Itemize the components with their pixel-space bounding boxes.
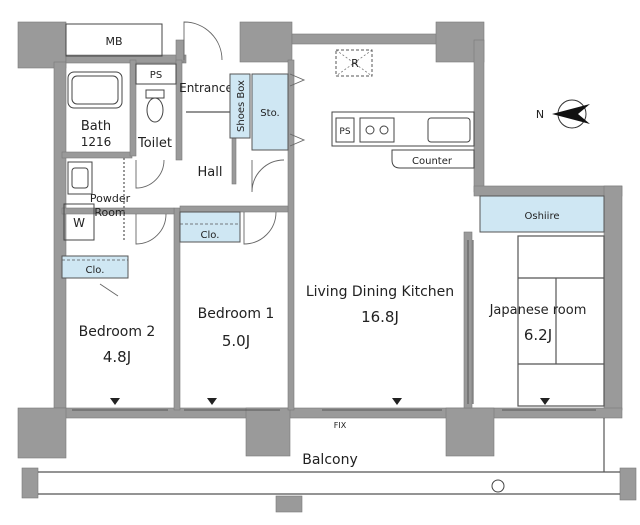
windows: FIX <box>72 398 596 430</box>
compass-label: N <box>536 108 544 121</box>
balcony-label: Balcony <box>302 452 358 468</box>
sto-box <box>251 73 289 151</box>
balcony-post-right <box>619 467 637 501</box>
wall-bedroom-divider <box>173 207 181 411</box>
walls <box>17 21 637 513</box>
compass-arrow-icon <box>552 104 590 124</box>
kitchen-sink <box>427 117 471 143</box>
wall-bath-bottom <box>61 151 133 159</box>
shoes-box-label: Shoes Box <box>236 80 247 132</box>
clo-bedroom2-label: Clo. <box>86 265 105 276</box>
sto-label: Sto. <box>260 108 279 119</box>
toilet-tank <box>145 89 165 99</box>
clo-bedroom1 <box>179 211 241 243</box>
wall-bedroom1-top <box>179 205 289 213</box>
bedroom2-door-swing <box>135 213 167 245</box>
toilet-bowl <box>146 97 164 123</box>
ldk-size: 16.8J <box>361 308 399 326</box>
burner-1 <box>365 125 375 135</box>
window-marker-bedroom1 <box>207 398 217 405</box>
oshiire-label: Oshiire <box>524 211 559 222</box>
pillar-bottom-mid <box>245 407 291 457</box>
toilet-door-swing <box>135 159 165 189</box>
compass: N <box>536 99 590 129</box>
clo-bedroom2-door <box>99 283 119 297</box>
wall-top-mid-block <box>239 21 293 63</box>
hall-door-swing <box>251 159 285 193</box>
wall-top-japanese <box>473 185 623 197</box>
tatami <box>517 235 605 407</box>
kitchen-counter <box>331 111 475 147</box>
fridge-cross-1 <box>335 49 373 77</box>
japanese-room-label: Japanese room <box>489 303 587 318</box>
bedroom1-label: Bedroom 1 <box>198 306 275 322</box>
bedroom1-door-swing <box>243 211 277 245</box>
sto-door-1 <box>289 73 306 87</box>
bath-label: Bath <box>81 119 111 134</box>
powder-room-label-2: Room <box>94 206 125 219</box>
doors <box>99 21 306 297</box>
balcony: Balcony <box>38 418 620 495</box>
toilet-label: Toilet <box>137 136 172 151</box>
hall-label: Hall <box>198 165 223 180</box>
fixtures: MB PS Bath 1216 Toilet Entrance Shoes Bo… <box>61 23 605 407</box>
bedroom2-size: 4.8J <box>103 348 131 366</box>
front-door-swing <box>183 21 223 61</box>
stove <box>359 117 395 143</box>
tatami-frame <box>517 235 605 407</box>
ps-kitchen-box <box>335 117 355 143</box>
bathtub <box>67 71 123 109</box>
fix-label: FIX <box>334 421 347 430</box>
clo-bedroom2 <box>61 255 129 279</box>
bedroom2-label: Bedroom 2 <box>79 324 156 340</box>
entrance-label: Entrance <box>179 81 233 95</box>
washer-box <box>63 203 95 241</box>
balcony-post-left <box>21 467 39 499</box>
wall-right <box>603 185 623 411</box>
wall-right-ldk <box>473 39 485 193</box>
bathtub-inner <box>71 75 119 105</box>
window-marker-ldk <box>392 398 402 405</box>
balcony-post-mid <box>275 495 303 513</box>
room-labels: Bedroom 2 4.8J Bedroom 1 5.0J Living Din… <box>79 284 587 366</box>
wall-top-left-block <box>17 21 67 69</box>
japanese-room-size: 6.2J <box>524 326 552 344</box>
window-marker-bedroom2 <box>110 398 120 405</box>
wall-toilet-right <box>175 59 183 161</box>
burner-2 <box>379 125 389 135</box>
fridge-cross-2 <box>335 49 373 77</box>
sto-door-2 <box>289 133 306 147</box>
mb-box <box>65 23 163 57</box>
vanity-basin <box>71 167 89 189</box>
balcony-drain <box>491 479 505 493</box>
wall-top-left <box>65 54 187 64</box>
clo-bedroom1-label: Clo. <box>201 230 220 241</box>
wall-bath-toilet <box>129 59 137 157</box>
mb-label: MB <box>105 35 122 48</box>
ldk-label: Living Dining Kitchen <box>306 284 454 300</box>
fridge-space <box>335 49 373 77</box>
powder-room-label-1: Powder <box>90 192 131 205</box>
wall-top-ldk <box>291 33 441 45</box>
counter-label: Counter <box>412 156 453 167</box>
wall-ldk-left <box>287 59 295 411</box>
pillar-bottom-right <box>445 407 495 457</box>
ps-top-box <box>135 63 177 85</box>
wall-mb-side <box>175 39 185 63</box>
window-marker-japanese <box>540 398 550 405</box>
ps-kitchen-label: PS <box>339 127 350 137</box>
wall-bedroom2-top <box>61 207 175 215</box>
bath-size-label: 1216 <box>81 135 112 149</box>
fridge-label: R <box>351 57 359 70</box>
shoes-box <box>229 73 251 139</box>
vanity <box>67 161 93 195</box>
oshiire-box <box>479 195 605 233</box>
pillar-bottom-left <box>17 407 67 459</box>
counter-bar <box>391 149 475 169</box>
washer-label: W <box>73 216 85 230</box>
bedroom1-size: 5.0J <box>222 332 250 350</box>
ps-top-label: PS <box>150 70 162 81</box>
